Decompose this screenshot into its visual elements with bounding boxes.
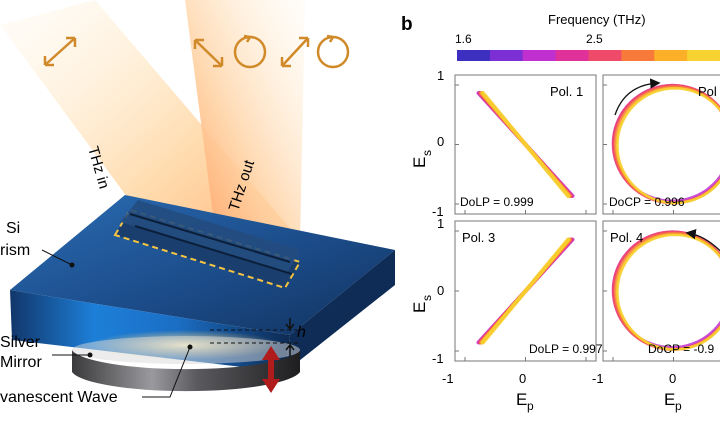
colorbar-segment bbox=[522, 50, 557, 61]
polarization-trace bbox=[616, 87, 720, 205]
y-tick-label: 0 bbox=[437, 134, 444, 149]
subplot-frame bbox=[602, 74, 720, 215]
prism-label-line2: rism bbox=[0, 242, 30, 259]
colorbar-segment bbox=[457, 50, 491, 61]
y-tick-label: 1 bbox=[437, 68, 444, 83]
subplot-pol-3: Pol. 3 DoLP = 0.997 bbox=[454, 220, 603, 362]
y-tick-label: -1 bbox=[432, 204, 444, 219]
polarization-trace-group bbox=[476, 91, 575, 198]
polarization-trace bbox=[480, 91, 571, 198]
circular-polarization-icon bbox=[233, 34, 267, 69]
svg-text:s: s bbox=[420, 150, 434, 156]
colorbar-segment bbox=[555, 50, 589, 61]
polarization-trace-group bbox=[611, 83, 720, 205]
silver-mirror bbox=[72, 350, 300, 392]
subplot-metric: DoLP = 0.997 bbox=[529, 342, 603, 356]
subplot-pol-4: Pol. 4 DoCP = -0.9 bbox=[602, 220, 720, 362]
gap-marker: h bbox=[210, 318, 306, 356]
svg-text:E: E bbox=[516, 390, 527, 409]
y-tick-label: 0 bbox=[437, 283, 444, 298]
linear-polarization-icon bbox=[193, 38, 224, 68]
colorbar bbox=[457, 50, 720, 61]
panel-letter: b bbox=[401, 14, 413, 35]
colorbar-tick-mid: 2.5 bbox=[586, 32, 603, 46]
svg-text:E: E bbox=[664, 390, 675, 409]
colorbar-segment bbox=[621, 50, 655, 61]
rotation-arrow bbox=[614, 78, 661, 116]
polarization-trace bbox=[480, 237, 571, 345]
prism-top bbox=[10, 195, 395, 335]
y-tick-label: 1 bbox=[437, 216, 444, 231]
evanescent-wave-label: vanescent Wave bbox=[0, 389, 118, 406]
y-tick-label: -1 bbox=[432, 351, 444, 366]
x-tick-label: 0 bbox=[669, 371, 676, 386]
subplot-title: Pol. 3 bbox=[462, 230, 495, 245]
polarization-trace-group bbox=[611, 230, 720, 351]
colorbar-segment bbox=[588, 50, 622, 61]
prism-right bbox=[285, 250, 395, 372]
mirror-motion-arrow bbox=[262, 346, 280, 393]
subplot-metric: DoCP = 0.996 bbox=[609, 195, 685, 209]
x-axis-label-left: E p bbox=[516, 390, 534, 413]
polarization-plots-panel: b Frequency (THz) 1.6 2.5 E s E s 1 0 -1… bbox=[401, 12, 720, 413]
polarization-trace-group bbox=[476, 237, 575, 345]
x-tick-label: -1 bbox=[592, 371, 604, 386]
polarization-icons bbox=[43, 34, 350, 69]
subplot-metric: DoCP = -0.9 bbox=[648, 342, 714, 356]
svg-text:p: p bbox=[527, 399, 534, 413]
colorbar-tick-low: 1.6 bbox=[455, 32, 472, 46]
mirror-label-line1: Silver bbox=[0, 334, 41, 351]
thz-out-beam bbox=[185, 0, 305, 245]
linear-polarization-icon bbox=[280, 36, 310, 68]
sample-stack bbox=[113, 200, 302, 290]
colorbar-segment bbox=[687, 50, 720, 61]
svg-text:s: s bbox=[420, 295, 434, 301]
colorbar-title: Frequency (THz) bbox=[548, 12, 646, 27]
y-axis-label-top: E s bbox=[410, 150, 434, 168]
y-axis-label-bottom: E s bbox=[410, 295, 434, 313]
gap-label: h bbox=[297, 324, 306, 341]
subplot-pol-1: Pol. 1 DoLP = 0.999 bbox=[454, 74, 597, 215]
x-tick-label: -1 bbox=[442, 371, 454, 386]
subplot-metric: DoLP = 0.999 bbox=[460, 195, 534, 209]
svg-text:E: E bbox=[410, 157, 429, 168]
polarization-trace bbox=[616, 233, 720, 351]
svg-text:p: p bbox=[675, 399, 682, 413]
schematic-panel: h bbox=[0, 0, 395, 406]
x-tick-label: 0 bbox=[519, 371, 526, 386]
x-axis-label-right: E p bbox=[664, 390, 682, 413]
circular-polarization-icon bbox=[316, 34, 350, 69]
subplot-title: Pol. 1 bbox=[550, 84, 583, 99]
rotation-arrow bbox=[685, 229, 720, 252]
prism-label-line1: Si bbox=[6, 220, 20, 237]
linear-polarization-icon bbox=[43, 36, 77, 67]
subplot-title: Pol bbox=[698, 84, 717, 99]
subplot-title: Pol. 4 bbox=[610, 230, 643, 245]
svg-text:E: E bbox=[410, 302, 429, 313]
colorbar-segment bbox=[489, 50, 524, 61]
colorbar-segment bbox=[654, 50, 688, 61]
mirror-label-line2: Mirror bbox=[0, 354, 42, 371]
